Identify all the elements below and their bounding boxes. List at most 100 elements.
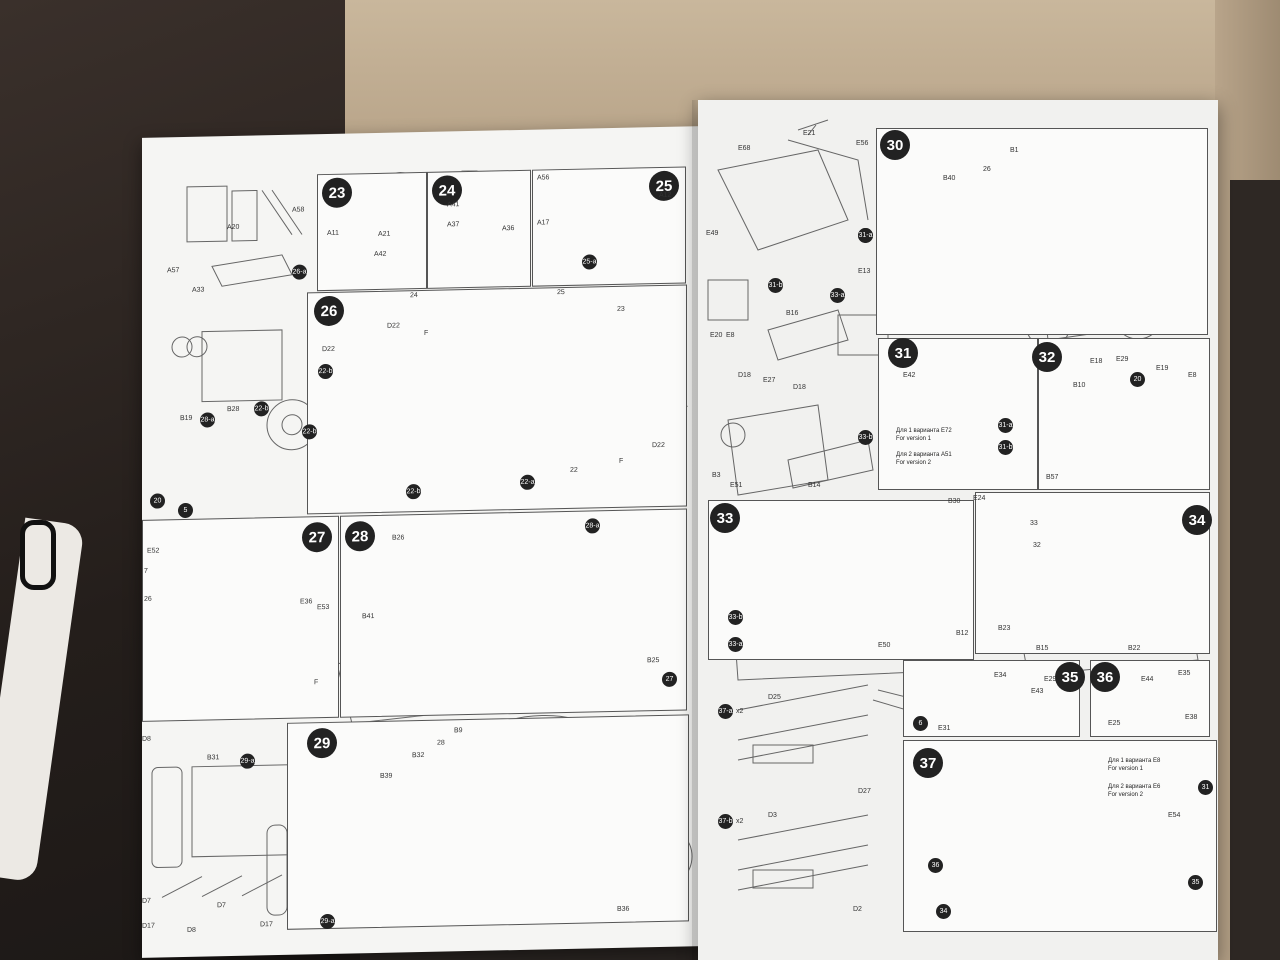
part-label: B14 <box>808 482 821 489</box>
part-label: E44 <box>1141 676 1154 683</box>
part-label: B16 <box>786 310 799 317</box>
part-label: B19 <box>180 414 193 423</box>
part-label: E24 <box>973 495 986 502</box>
version-2-label: Для 2 варианта <box>896 452 940 458</box>
step-37-number: 37 <box>913 748 943 778</box>
part-label: B12 <box>956 630 969 637</box>
part-label: A17 <box>537 219 550 227</box>
part-label: E68 <box>738 145 751 152</box>
part-label: D17 <box>260 921 273 929</box>
step-34-frame <box>975 492 1210 654</box>
part-label: B25 <box>647 657 660 665</box>
part-label: D8 <box>187 926 196 934</box>
part-label: 32 <box>1033 542 1041 549</box>
part-label: B10 <box>1073 382 1086 389</box>
sub-assembly-marker: 33-b <box>858 430 873 445</box>
part-label: D2 <box>853 906 862 913</box>
step-30-frame <box>876 128 1208 335</box>
part-label: B31 <box>207 754 220 762</box>
cable-loop <box>20 520 56 590</box>
part-label: B32 <box>412 751 425 760</box>
part-label: D25 <box>768 694 781 701</box>
sub-assembly-marker: 36 <box>928 858 943 873</box>
step-31-number: 31 <box>888 338 918 368</box>
part-label: B15 <box>1036 645 1049 652</box>
part-label: A12 <box>659 191 672 200</box>
part-label: A58 <box>292 206 305 214</box>
part-label: D22 <box>652 441 665 450</box>
box-shadow-edge <box>1230 180 1280 960</box>
step-37-version-1-part: E8 <box>1152 758 1161 764</box>
multiplier-label: x2 <box>736 708 744 715</box>
instruction-sheet-right: 30 31 32 33 34 35 36 37 E21 E68 E56 E49 … <box>698 100 1218 960</box>
step-32-number: 32 <box>1032 342 1062 372</box>
sub-assembly-marker: 31 <box>1198 780 1213 795</box>
part-label: 22 <box>570 466 578 474</box>
part-label: A11 <box>327 229 339 237</box>
part-label: E42 <box>903 372 916 379</box>
part-label: 28 <box>437 739 445 747</box>
part-label: E20 <box>710 332 723 339</box>
part-label: E8 <box>726 332 735 339</box>
step-35-number: 35 <box>1055 662 1085 692</box>
sub-assembly-marker: 6 <box>913 716 928 731</box>
part-label: F <box>424 329 429 337</box>
part-label: D18 <box>738 372 751 379</box>
part-label: B40 <box>943 175 956 182</box>
part-label: A33 <box>192 286 205 294</box>
step-37-version-1-label: Для 1 варианта <box>1108 758 1152 764</box>
step-26-frame <box>307 284 687 515</box>
part-label: E19 <box>1156 365 1169 372</box>
step-29-frame <box>287 714 689 930</box>
part-label: 33 <box>1030 520 1038 527</box>
part-label: E52 <box>147 547 160 555</box>
sub-assembly-marker: 31-b <box>998 440 1013 455</box>
step-32-frame <box>1038 338 1210 490</box>
part-label: B22 <box>1128 645 1141 652</box>
sub-assembly-marker: 37-b <box>718 814 733 829</box>
part-label: E43 <box>1031 688 1044 695</box>
part-label: E25 <box>1108 720 1121 727</box>
step-35-frame <box>903 660 1080 737</box>
part-label: D7 <box>142 897 151 905</box>
step-36-frame <box>1090 660 1210 737</box>
part-label: D27 <box>858 788 871 795</box>
part-label: E51 <box>730 482 743 489</box>
part-label: B30 <box>948 498 961 505</box>
part-label: A57 <box>167 267 180 275</box>
part-label: E18 <box>1090 358 1103 365</box>
part-label: E8 <box>1188 372 1197 379</box>
part-label: B3 <box>712 472 721 479</box>
part-label: E13 <box>858 268 871 275</box>
part-label: 23 <box>617 305 625 313</box>
version-1-en: For version 1 <box>896 435 932 442</box>
part-label: D8 <box>142 735 151 743</box>
step-37-version-1-en: For version 1 <box>1108 765 1144 772</box>
sub-assembly-marker: 35 <box>1188 875 1203 890</box>
part-label: E49 <box>706 230 719 237</box>
step-33-frame <box>708 500 974 660</box>
part-label: B1 <box>1010 147 1019 154</box>
multiplier-label: x2 <box>736 818 744 825</box>
part-label: E36 <box>300 598 313 606</box>
part-label: E27 <box>763 377 776 384</box>
part-label: 25 <box>557 289 565 297</box>
version-2-note: Для 2 варианта A51 For version 2 <box>896 452 952 467</box>
sub-assembly-marker: 20 <box>1130 372 1145 387</box>
part-label: 24 <box>410 292 418 300</box>
part-label: E31 <box>938 725 951 732</box>
part-label: B39 <box>380 772 393 780</box>
step-37-version-2-en: For version 2 <box>1108 791 1144 798</box>
step-33-number: 33 <box>710 503 740 533</box>
part-label: E34 <box>994 672 1007 679</box>
part-label: B23 <box>998 625 1011 632</box>
version-2-en: For version 2 <box>896 459 932 466</box>
step-37-version-1-note: Для 1 варианта E8 For version 1 <box>1108 758 1160 773</box>
sub-assembly-marker: 31-b <box>768 278 783 293</box>
sub-assembly-marker: 33-a <box>728 637 743 652</box>
part-label: A20 <box>227 223 240 232</box>
sub-assembly-marker: 33-b <box>728 610 743 625</box>
part-label: B36 <box>617 905 630 913</box>
sub-assembly-marker: 31-a <box>858 228 873 243</box>
